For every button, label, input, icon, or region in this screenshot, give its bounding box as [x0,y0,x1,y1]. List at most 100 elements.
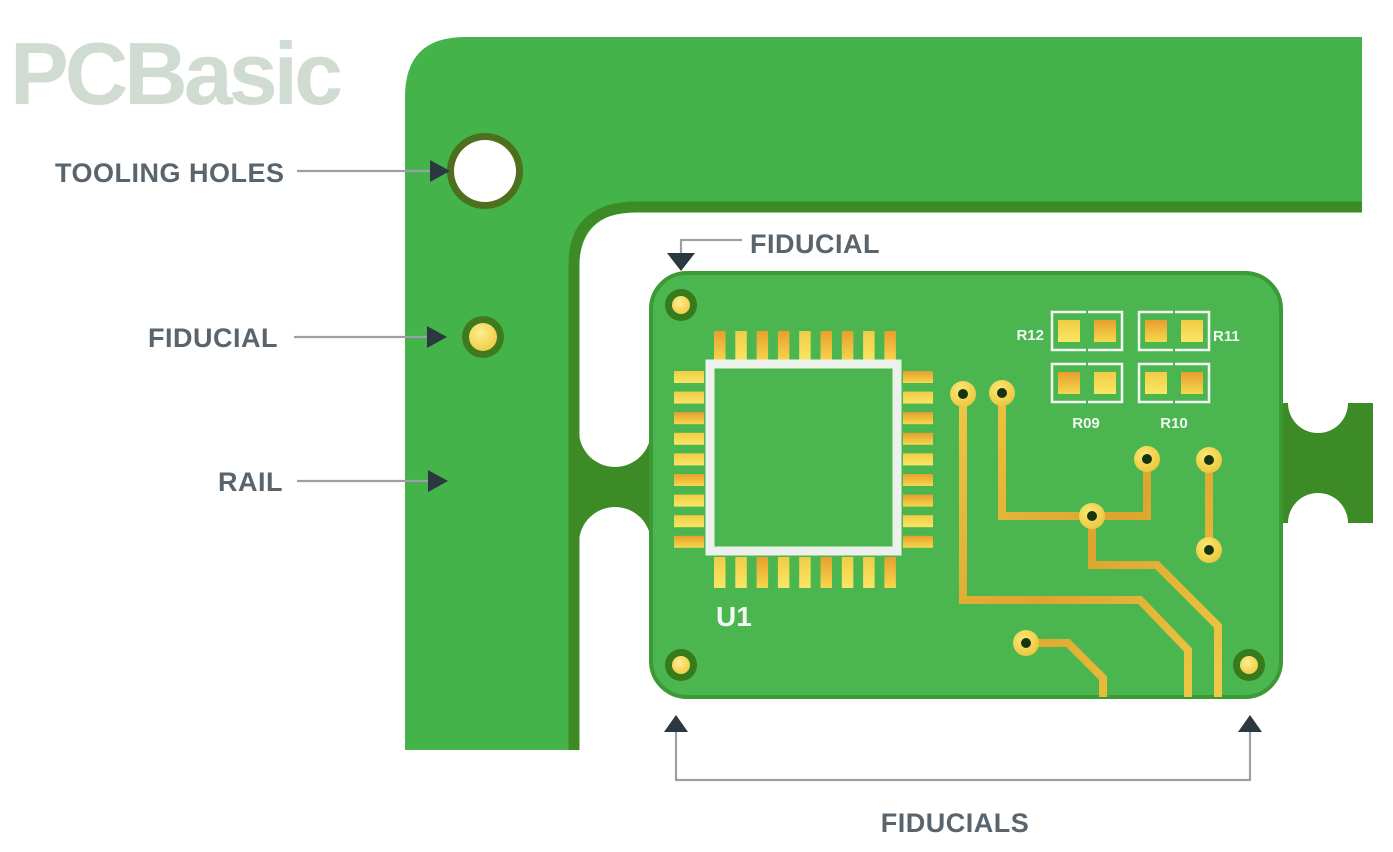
pcb-fiducial [672,656,690,674]
chip-pad [735,331,747,362]
chip-pad [674,432,704,445]
chip-pad [903,453,933,466]
resistor-footprint [1137,362,1211,404]
chip-pad [674,474,704,486]
copper-traces [959,397,1222,697]
chip-pad [863,557,875,588]
callout-rail: RAIL [218,467,448,497]
resistor-pad [1145,320,1167,342]
callout-fiducial-rail: FIDUCIAL [148,323,447,353]
chip-pad [841,557,854,588]
tooling-holes-label: TOOLING HOLES [55,158,285,188]
chip-pad [714,557,726,588]
chip-pad [820,331,832,362]
callout-fiducial-top: FIDUCIAL [667,229,880,271]
fiducial-rail-arrow-icon [427,326,447,348]
pcb-fiducials [665,289,1265,681]
resistor-pad [1058,320,1080,342]
chip-footprint-u1: U1 [674,331,933,632]
chip-pad [674,494,704,507]
chip-pad [674,412,704,425]
silkscreen-bracket [1088,310,1124,352]
chip-pad [674,453,704,466]
resistor-footprints [1050,310,1211,404]
resistor-pad [1181,372,1203,394]
chip-pad [903,371,933,383]
silkscreen-bracket [1175,310,1211,352]
tooling-hole [447,133,523,209]
fiducials-bottom-right-arrow-icon [1238,715,1262,732]
chip-pad [903,474,933,486]
fiducials-bottom-label: FIDUCIALS [881,808,1030,838]
chip-pad [841,331,854,362]
resistor-footprint [1050,362,1124,404]
rail-inner-edge [568,201,1362,750]
chip-pad [777,331,790,362]
chip-pad [756,331,769,362]
chip-pad [674,371,704,383]
resistor-label-r12: R12 [1016,327,1044,344]
chip-pad [674,515,704,528]
chip-pad [903,391,933,404]
resistor-label-r09: R09 [1072,415,1100,432]
chip-pad [884,331,896,362]
chip-silkscreen-frame [705,359,902,556]
via-hole [958,389,968,399]
chip-pad [799,331,811,362]
chip-pad [820,557,832,588]
chip-pad [903,515,933,528]
silkscreen-bracket [1050,310,1086,352]
pcb-fiducial [1240,656,1258,674]
rail-label: RAIL [218,467,283,497]
fiducial-rail-label: FIDUCIAL [148,323,278,353]
chip-pad [674,535,704,548]
resistor-pad [1094,320,1116,342]
right-breakaway-tab [1281,373,1373,553]
silkscreen-bracket [1175,362,1211,404]
resistor-footprint [1050,310,1124,352]
resistor-pad [1058,372,1080,394]
chip-pads [674,331,933,588]
via-hole [1142,454,1152,464]
silkscreen-bracket [1050,362,1086,404]
resistor-pad [1094,372,1116,394]
chip-pad [903,412,933,425]
via-hole [1204,455,1214,465]
silkscreen-bracket [1088,362,1124,404]
brand-logo: PCBasic [10,24,341,123]
chip-pad [903,535,933,548]
chip-pad [799,557,811,588]
callout-fiducials-bottom: FIDUCIALS [664,715,1262,838]
chip-pad [903,432,933,445]
via-hole [997,388,1007,398]
rail-shape [405,37,1362,750]
resistor-footprint [1137,310,1211,352]
chip-pad [777,557,790,588]
chip-pad [903,494,933,507]
chip-pad [674,391,704,404]
silkscreen-bracket [1137,362,1173,404]
chip-pad [863,331,875,362]
tooling-holes-arrow-icon [430,160,450,182]
fiducial-top-label: FIDUCIAL [750,229,880,259]
fiducials-bottom-left-arrow-icon [664,715,688,732]
via-hole [1204,545,1214,555]
rail-fiducial [462,316,504,358]
resistor-label-r10: R10 [1160,415,1188,432]
silkscreen-bracket [1137,310,1173,352]
chip-pad [735,557,747,588]
panel-slot-lower [579,507,651,756]
rail-arrow-icon [428,470,448,492]
pcb-fiducial [672,296,690,314]
panel-slot-upper [579,213,651,467]
via-hole [1087,511,1097,521]
resistor-pad [1145,372,1167,394]
fiducial-top-arrow-icon [667,253,695,271]
via-hole [1021,638,1031,648]
chip-pad [714,331,726,362]
resistor-label-r11: R11 [1213,328,1240,345]
chip-pad [756,557,769,588]
vias [950,380,1222,656]
